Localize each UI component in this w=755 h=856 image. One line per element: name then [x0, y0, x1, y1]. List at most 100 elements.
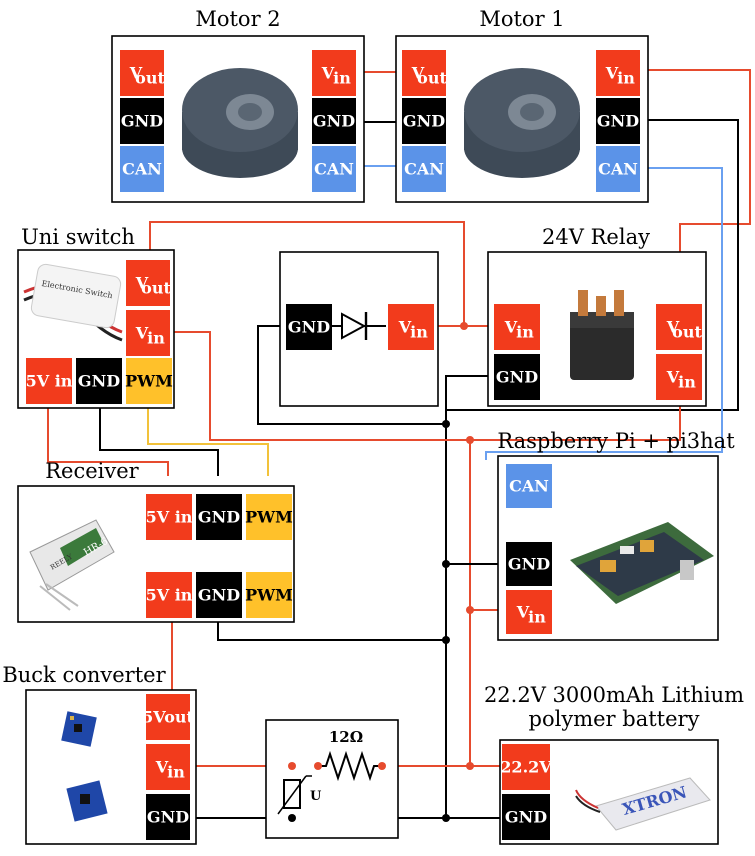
battery-pin-gnd-pad	[502, 794, 550, 840]
raspi-pin-gnd-label: GND	[508, 555, 550, 574]
motor2-pin-gnd-label: GND	[121, 112, 163, 131]
motor2-photo	[182, 68, 298, 178]
receiver-pin-pwm-top-label: PWM	[245, 508, 293, 527]
motor1-pin-gnd-pad	[402, 98, 446, 144]
motor1-pin-can-right-label: CAN	[598, 160, 638, 179]
diode-pin-vin: Vin	[388, 304, 434, 350]
buck-pin-gnd: GND	[146, 794, 190, 840]
receiver-pin-gnd-top-pad	[196, 494, 242, 540]
uni-switch-photo: Electronic Switch	[23, 263, 123, 342]
buck-title: Buck converter	[2, 663, 166, 687]
buck-pin-vin-label: V	[155, 758, 169, 777]
motor2-pin-can-pad	[120, 146, 164, 192]
relay-title: 24V Relay	[542, 225, 650, 249]
uni-switch-title: Uni switch	[21, 225, 135, 249]
relay-pin-vout-subscript: out	[672, 323, 702, 342]
motor2-pin-gnd: GND	[120, 98, 164, 144]
buck-pin-5vout-pad	[146, 694, 190, 740]
receiver-pin-pwm-bottom-pad	[246, 572, 292, 618]
motor2-pin-can-right: CAN	[312, 146, 356, 192]
varistor-label: U	[310, 789, 322, 804]
junction-gnd-varistor	[288, 814, 296, 822]
motor2-title: Motor 2	[195, 7, 280, 31]
receiver-pin-gnd-bottom-label: GND	[198, 586, 240, 605]
wire-relay-vin-bus	[470, 392, 681, 441]
receiver-pin-5v-in-top: 5V in	[146, 494, 193, 540]
uni-switch-pin-pwm: PWM	[125, 358, 173, 404]
motor1-pin-vin-subscript: in	[617, 69, 635, 88]
motor1-pin-gnd-right-pad	[596, 98, 640, 144]
motor1-pin-can-label: CAN	[404, 160, 444, 179]
wire-switch-pwm-receiver	[147, 404, 269, 476]
junctions	[288, 322, 474, 822]
motor1-pin-vin-pad	[596, 50, 640, 96]
junction-bus-battery	[466, 762, 474, 770]
uni-switch-pin-5v-in: 5V in	[26, 358, 73, 404]
wire-receiver-gnd	[217, 618, 446, 641]
battery-pin-gnd-label: GND	[505, 808, 547, 827]
wire-relay-gnd	[445, 375, 492, 818]
buck-pin-5vout: 5Vout	[142, 694, 194, 740]
motor1-pin-vin-label: V	[605, 64, 619, 83]
uni-switch-pin-5v-in-label: 5V in	[26, 372, 73, 391]
motor2-pin-can-right-pad	[312, 146, 356, 192]
wire-motor1-gnd-ground	[446, 119, 739, 411]
junction-resistor-left	[288, 762, 296, 770]
relay-pin-vout-pad	[656, 304, 702, 350]
relay-pin-vout: Vout	[656, 304, 702, 350]
uni-switch-pin-gnd: GND	[76, 358, 122, 404]
wire-switch-gnd-receiver	[99, 404, 219, 476]
resistor-module: 12Ω U	[265, 719, 399, 839]
buck-pin-vin-pad	[146, 744, 190, 790]
motor1-pin-can-right: CAN	[596, 146, 640, 192]
receiver-pin-gnd-bottom: GND	[196, 572, 242, 618]
uni-switch-pin-5v-in-pad	[26, 358, 72, 404]
motor2-pin-gnd-right-pad	[312, 98, 356, 144]
raspi-pin-can-pad	[506, 464, 552, 508]
relay-pin-vin-label: V	[504, 318, 518, 337]
receiver-photo: HR-6 REELY	[29, 519, 115, 611]
uni-switch-pin-gnd-label: GND	[78, 372, 120, 391]
buck-pin-5vout-label: 5Vout	[142, 708, 194, 727]
relay-photo	[570, 290, 634, 380]
junction-resistor-in	[314, 762, 322, 770]
junction-gnd-relay	[442, 420, 450, 428]
wire-switch-5v-receiver	[47, 404, 169, 476]
wire-diode-gnd	[257, 325, 446, 425]
junction-resistor-out	[378, 762, 386, 770]
motor2-pin-gnd-pad	[120, 98, 164, 144]
motor2-pin-can: CAN	[120, 146, 164, 192]
motor1-pin-vout: Vout	[402, 50, 447, 96]
pins-layer: VoutGNDCANVinGNDCANVoutGNDCANVinGNDCANVo…	[26, 50, 702, 840]
motor1-pin-can: CAN	[402, 146, 446, 192]
uni-switch-pin-pwm-label: PWM	[125, 372, 173, 391]
uni-switch-pin-gnd-pad	[76, 358, 122, 404]
motor1-photo	[464, 68, 580, 178]
battery-title-line2: polymer battery	[529, 707, 700, 731]
raspi-pin-vin-subscript: in	[528, 608, 546, 627]
motor1-pin-vout-pad	[402, 50, 446, 96]
uni-switch-pin-pwm-pad	[126, 358, 172, 404]
battery-title-line1: 22.2V 3000mAh Lithium	[484, 683, 744, 707]
receiver-pin-gnd-top: GND	[196, 494, 242, 540]
motor1-pin-vin: Vin	[596, 50, 640, 96]
uni-switch-pin-vout-label: V	[135, 274, 149, 293]
raspi-pin-gnd-pad	[506, 542, 552, 586]
uni-switch-pin-vin: Vin	[126, 310, 170, 356]
diode-pin-vin-subscript: in	[410, 323, 428, 342]
motor2-pin-can-right-label: CAN	[314, 160, 354, 179]
motor2-pin-gnd-right: GND	[312, 98, 356, 144]
diode-pin-vin-label: V	[398, 318, 412, 337]
receiver-pin-pwm-bottom: PWM	[245, 572, 293, 618]
buck-pin-gnd-label: GND	[147, 808, 189, 827]
raspi-pin-vin-label: V	[516, 603, 530, 622]
junction-bus-raspi	[466, 606, 474, 614]
diode-pin-vin-pad	[388, 304, 434, 350]
motor2-pin-can-label: CAN	[122, 160, 162, 179]
relay-pin-vin-right: Vin	[656, 354, 702, 400]
relay-pin-vin-pad	[494, 304, 540, 350]
receiver-pin-gnd-bottom-pad	[196, 572, 242, 618]
relay-pin-vin-subscript: in	[516, 323, 534, 342]
